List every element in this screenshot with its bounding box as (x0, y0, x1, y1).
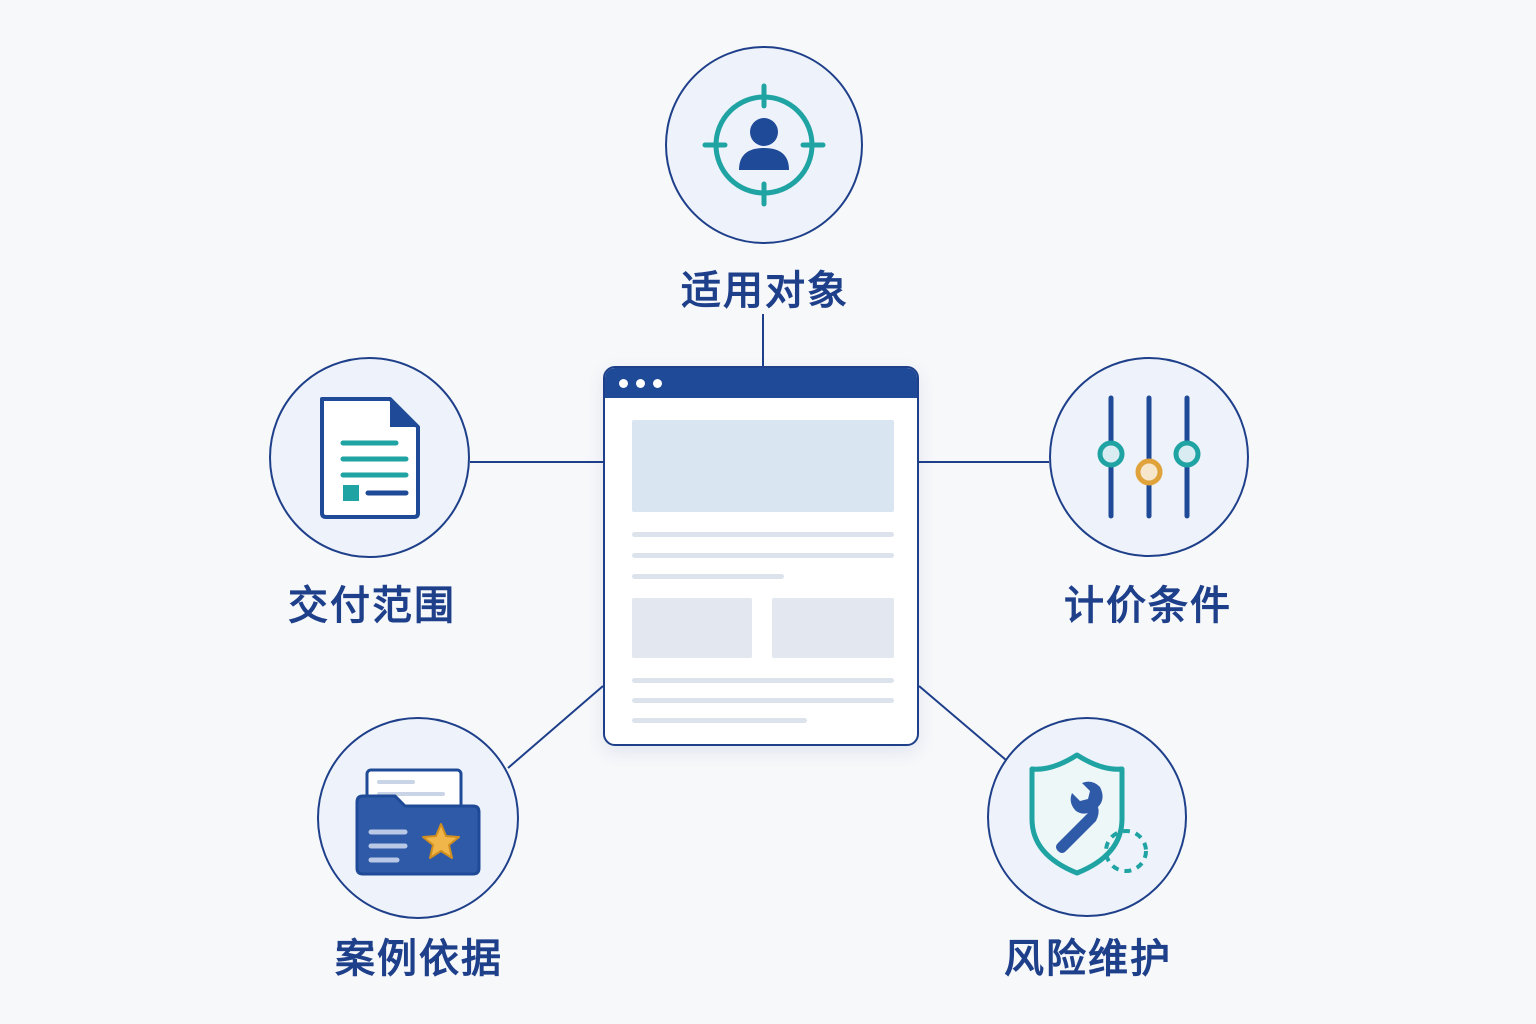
card-placeholder (632, 598, 752, 658)
shield-wrench-icon (1029, 752, 1148, 876)
sliders-icon (1097, 395, 1201, 519)
web-page-window (603, 366, 919, 746)
node-label-risk: 风险维护 (1004, 936, 1172, 982)
connector-bottom-right (918, 685, 1007, 761)
text-line-placeholder (632, 574, 784, 579)
node-pricing (1049, 357, 1249, 557)
document-icon (319, 396, 420, 519)
window-dot (619, 379, 628, 388)
node-label-target: 适用对象 (681, 268, 849, 314)
window-title-bar (605, 368, 917, 398)
node-risk (987, 717, 1187, 917)
text-line-placeholder (632, 698, 894, 703)
node-label-scope: 交付范围 (288, 583, 456, 629)
node-target (665, 46, 863, 244)
node-cases (317, 717, 519, 919)
node-scope (269, 357, 470, 558)
window-dot (653, 379, 662, 388)
hero-placeholder (632, 420, 894, 512)
text-line-placeholder (632, 553, 894, 558)
text-line-placeholder (632, 718, 807, 723)
target-user-icon (702, 83, 826, 207)
connector-bottom-left (507, 685, 604, 769)
window-dot (636, 379, 645, 388)
text-line-placeholder (632, 532, 894, 537)
card-placeholder (772, 598, 894, 658)
folder-star-icon (355, 768, 481, 876)
node-label-pricing: 计价条件 (1064, 583, 1232, 629)
node-label-cases: 案例依据 (335, 936, 503, 982)
text-line-placeholder (632, 678, 894, 683)
